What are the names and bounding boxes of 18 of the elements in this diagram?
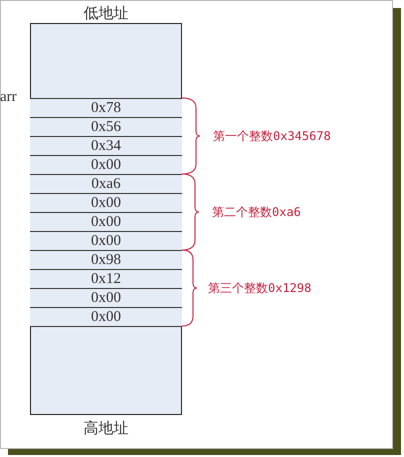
- brace-label: 第二个整数0xa6: [212, 204, 301, 220]
- pointer-label: arr: [0, 89, 17, 105]
- memory-cell: 0xa6: [30, 174, 182, 193]
- column-heading: 低地址: [82, 3, 130, 23]
- memory-cell: 0x00: [30, 155, 182, 174]
- memory-cell: 0x12: [30, 269, 182, 288]
- memory-cell: 0x00: [30, 307, 182, 327]
- memory-cell: 0x98: [30, 250, 182, 269]
- memory-cell: 0x78: [30, 98, 182, 117]
- column-heading: 高地址: [82, 418, 130, 438]
- brace-label: 第三个整数0x1298: [208, 280, 312, 296]
- memory-cell: 0x00: [30, 288, 182, 307]
- memory-cell: 0x56: [30, 117, 182, 136]
- brace-label: 第一个整数0x345678: [213, 128, 331, 144]
- memory-cell: 0x00: [30, 231, 182, 250]
- memory-cell: 0x00: [30, 193, 182, 212]
- memory-cell: 0x00: [30, 212, 182, 231]
- memory-cell: 0x34: [30, 136, 182, 155]
